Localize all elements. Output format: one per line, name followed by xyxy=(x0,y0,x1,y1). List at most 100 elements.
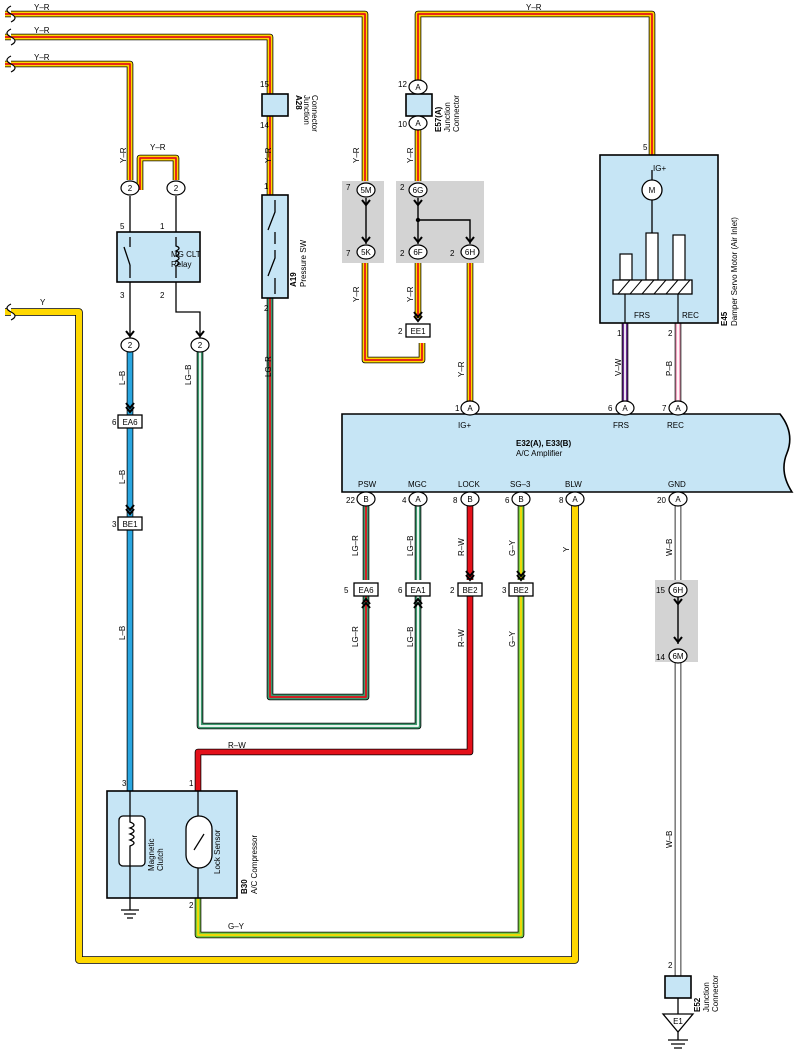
wire-label-6f: Y–R xyxy=(406,286,415,302)
wire-break-symbol-0 xyxy=(6,5,16,23)
amp-gnd-label: GND xyxy=(668,480,686,489)
wire-label-lgb1: LG–B xyxy=(184,365,193,385)
amp-frs-label: FRS xyxy=(613,421,629,430)
wire-label-lb2: L–B xyxy=(118,470,127,484)
terminal-amp-gnd-label: A xyxy=(675,495,681,504)
wire-label-5m: Y–R xyxy=(352,147,361,163)
wire-e57-feed-tracer xyxy=(417,13,653,155)
terminal-amp-ig-label: A xyxy=(467,404,473,413)
wire-lgr-tracer xyxy=(269,298,367,698)
a28-junction-connector xyxy=(261,93,289,117)
e45-damper-servo-motor xyxy=(599,154,719,324)
amp-sg3-label: SG–3 xyxy=(510,480,531,489)
e45-pin1: 1 xyxy=(617,329,622,338)
splice-5k-pin: 7 xyxy=(346,249,351,258)
wire-label-relay-a: Y–R xyxy=(119,147,128,163)
splice-6m xyxy=(668,648,688,664)
svg-text:E45: E45 xyxy=(720,311,729,326)
e45-pin5: 5 xyxy=(643,143,648,152)
terminal-e57-top xyxy=(408,79,428,95)
e45-rec: REC xyxy=(682,311,699,320)
wire-label-wb1: W–B xyxy=(665,539,674,556)
relay-pin2: 2 xyxy=(160,291,165,300)
splice-6g-arrow xyxy=(413,199,423,207)
wire-label-psw2: LG–R xyxy=(351,626,360,647)
terminal-relay-in-b-label: 2 xyxy=(174,184,179,193)
wire-e57-feed xyxy=(415,11,655,155)
splice-6g-pin: 2 xyxy=(400,183,405,192)
be2b-pin: 3 xyxy=(502,586,507,595)
amp-name: A/C Amplifier xyxy=(516,449,563,458)
splice-5m-label: 5M xyxy=(360,186,371,195)
splice-6f-arrow xyxy=(413,236,423,244)
wire-label-top2: Y–R xyxy=(34,26,50,35)
e52-ground-symbol xyxy=(668,1032,688,1049)
splice-5k-label: 5K xyxy=(361,248,371,257)
e45-resistor-1 xyxy=(619,253,633,281)
wire-label-sg3: G–Y xyxy=(228,922,245,931)
wire-y-main xyxy=(5,309,578,963)
connector-ea1-label: EA1 xyxy=(410,586,426,595)
connector-be1-top-arrow2 xyxy=(125,504,135,512)
terminal-e57-top-label: A xyxy=(415,83,421,92)
connector-ee1-arrow2 xyxy=(413,311,423,319)
connector-be2-b-arrow1 xyxy=(516,574,526,582)
terminal-relay-out-b-label: 2 xyxy=(198,341,203,350)
ac-amplifier xyxy=(341,413,794,493)
connector-ea6-top-label: EA6 xyxy=(122,418,138,427)
relay-name: MG CLT xyxy=(171,250,201,259)
connector-be1-top xyxy=(117,516,143,531)
relay-out-a-arrow xyxy=(125,330,135,338)
wire-top3-edge xyxy=(5,60,134,180)
wire-relay-loop-tracer xyxy=(139,157,177,190)
splice-6f xyxy=(408,244,428,260)
wire-y-main-edge xyxy=(5,308,579,964)
svg-text:E57(A): E57(A) xyxy=(434,106,443,132)
svg-text:Connector: Connector xyxy=(711,975,720,1012)
a28-pin15: 15 xyxy=(260,80,269,89)
amp-blw-label: BLW xyxy=(565,480,582,489)
connector-ea6 xyxy=(353,582,379,597)
a19-pin1: 1 xyxy=(264,182,269,191)
svg-text:Magnetic: Magnetic xyxy=(147,839,156,871)
splice-5k-arrow xyxy=(361,236,371,244)
relay-leads xyxy=(129,196,201,338)
wire-label-sg1: G–Y xyxy=(508,539,517,556)
connector-ea6-top-arrow2 xyxy=(125,402,135,410)
splice-6m-label: 6M xyxy=(672,652,683,661)
terminal-amp-lock-label: B xyxy=(467,495,472,504)
relay-pin1: 1 xyxy=(160,222,165,231)
amp-pin22: 22 xyxy=(346,496,355,505)
wire-label-y-left: Y xyxy=(40,298,46,307)
splice-6f-label: 6F xyxy=(413,248,422,257)
b30-pin3: 3 xyxy=(122,779,127,788)
terminal-e57-bot-label: A xyxy=(415,119,421,128)
connector-ee1-arrow1 xyxy=(413,315,423,323)
ea6-top-pin: 6 xyxy=(112,418,117,427)
wire-label-top3: Y–R xyxy=(34,53,50,62)
terminal-amp-frs xyxy=(615,400,635,416)
connector-be2-a-label: BE2 xyxy=(462,586,478,595)
amp-ig-label: IG+ xyxy=(458,421,471,430)
ee1-pin: 2 xyxy=(398,327,403,336)
a19-label: A19 Pressure SW xyxy=(289,239,308,287)
wire-break-symbol-3 xyxy=(6,303,16,321)
e45-slider-hatch xyxy=(617,279,691,295)
connector-be2-b-label: BE2 xyxy=(513,586,529,595)
b30-label: B30 A/C Compressor xyxy=(240,835,259,894)
amp-pin1: 1 xyxy=(455,404,460,413)
amp-pin8-blw: 8 xyxy=(559,496,564,505)
amp-pin8-lock: 8 xyxy=(453,496,458,505)
wire-top1-tracer xyxy=(5,13,423,361)
e45-resistor-2 xyxy=(645,232,659,281)
a19-pin2: 2 xyxy=(264,304,269,313)
splice-6h xyxy=(668,582,688,598)
e45-pin2: 2 xyxy=(668,329,673,338)
amp-pin4: 4 xyxy=(402,496,407,505)
amp-psw-label: PSW xyxy=(358,480,377,489)
b30-lock-label: Lock Sensor xyxy=(213,829,222,874)
e57-pin10: 10 xyxy=(398,120,407,129)
splice-6m-pin: 14 xyxy=(656,653,665,662)
svg-text:Connector: Connector xyxy=(310,95,319,132)
